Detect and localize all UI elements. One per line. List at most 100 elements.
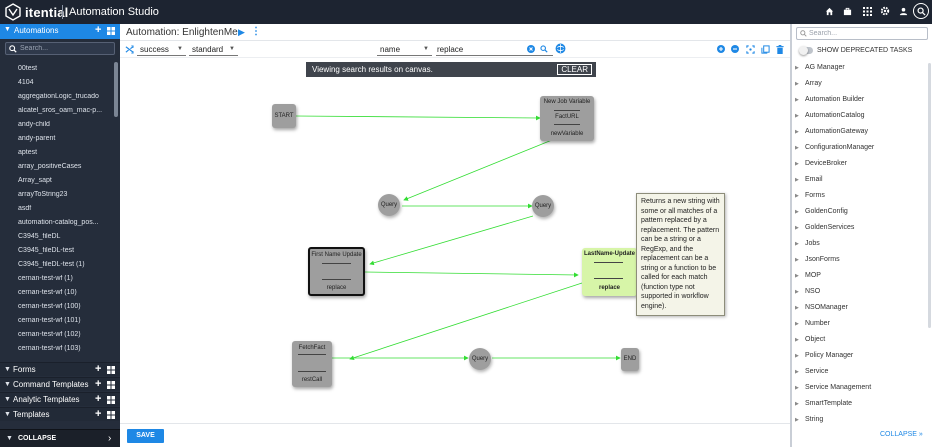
task-group-item[interactable]: ▶Forms <box>795 192 825 199</box>
transition-filter-select[interactable]: success ▼ <box>137 43 186 56</box>
list-item[interactable]: 00test <box>18 65 38 72</box>
task-group-item[interactable]: ▶GoldenConfig <box>795 208 848 215</box>
list-item[interactable]: cernan-test-wf (1) <box>18 275 73 282</box>
task-group-item[interactable]: ▶GoldenServices <box>795 224 854 231</box>
panel-divider[interactable] <box>790 24 792 447</box>
tasks-search-input[interactable] <box>809 28 925 39</box>
view-mode-select[interactable]: standard ▼ <box>189 43 238 56</box>
sidebar-search-input[interactable] <box>20 43 112 54</box>
start-node[interactable]: START <box>272 104 296 128</box>
grid-view-icon[interactable] <box>107 396 115 406</box>
list-item[interactable]: aggregationLogic_trucado <box>18 93 99 100</box>
gear-icon[interactable] <box>878 4 892 18</box>
zoom-in-icon[interactable] <box>716 44 726 54</box>
task-lastname-update[interactable]: LastName-Update replace <box>582 248 637 296</box>
forms-section[interactable]: ▼ Forms + <box>0 362 120 376</box>
task-group-item[interactable]: ▶String <box>795 416 823 423</box>
end-node[interactable]: END <box>621 348 639 371</box>
list-item[interactable]: alcatel_sros_oam_mac-p... <box>18 107 103 114</box>
task-group-item[interactable]: ▶SmartTemplate <box>795 400 852 407</box>
list-item[interactable]: cernan-test-wf (10) <box>18 289 77 296</box>
grid-view-icon[interactable] <box>107 27 115 37</box>
canvas-search-input[interactable] <box>436 43 553 56</box>
search-icon[interactable] <box>539 44 549 54</box>
list-item[interactable]: cernan-test-wf (101) <box>18 317 81 324</box>
list-item[interactable]: andy-child <box>18 121 50 128</box>
automations-section-header[interactable]: ▼ Automations + <box>0 24 120 39</box>
add-automation-button[interactable]: + <box>95 24 102 36</box>
command-templates-section[interactable]: ▼ Command Templates + <box>0 377 120 391</box>
task-group-item[interactable]: ▶ConfigurationManager <box>795 144 874 151</box>
task-group-item[interactable]: ▶AutomationCatalog <box>795 112 865 119</box>
task-group-item[interactable]: ▶AG Manager <box>795 64 845 71</box>
grid-view-icon[interactable] <box>107 366 115 376</box>
clear-search-icon[interactable] <box>526 44 536 54</box>
task-new-job-variable[interactable]: New Job Variable FactURL newVariable <box>540 96 594 141</box>
more-options-icon[interactable]: ⋮ <box>251 26 261 37</box>
zoom-out-icon[interactable] <box>730 44 740 54</box>
copy-icon[interactable] <box>760 44 770 54</box>
list-item[interactable]: andy-parent <box>18 135 56 142</box>
list-item[interactable]: 4104 <box>18 79 34 86</box>
task-group-item[interactable]: ▶AutomationGateway <box>795 128 868 135</box>
tasks-panel-scrollbar[interactable] <box>928 63 931 328</box>
task-group-item[interactable]: ▶Service <box>795 368 828 375</box>
task-group-item[interactable]: ▶Object <box>795 336 825 343</box>
task-group-item[interactable]: ▶Policy Manager <box>795 352 853 359</box>
task-group-item[interactable]: ▶NSO <box>795 288 820 295</box>
templates-section[interactable]: ▼ Templates + <box>0 407 120 421</box>
fit-to-screen-icon[interactable] <box>745 44 755 54</box>
search-field-select[interactable]: name ▼ <box>377 43 432 56</box>
list-item[interactable]: Array_sapt <box>18 177 52 184</box>
clear-button[interactable]: CLEAR <box>557 64 592 75</box>
apps-grid-icon[interactable] <box>860 4 874 18</box>
home-icon[interactable] <box>822 4 836 18</box>
task-group-item[interactable]: ▶Array <box>795 80 822 87</box>
add-button[interactable]: + <box>95 408 102 420</box>
add-button[interactable]: + <box>95 363 102 375</box>
task-group-item[interactable]: ▶DeviceBroker <box>795 160 847 167</box>
task-fetch-fact[interactable]: FetchFact restCall <box>292 341 332 387</box>
task-group-item[interactable]: ▶JsonForms <box>795 256 840 263</box>
briefcase-icon[interactable] <box>840 4 854 18</box>
list-item[interactable]: cernan-test-wf (103) <box>18 345 81 352</box>
list-item[interactable]: C3945_fileDL-test (1) <box>18 261 85 268</box>
workflow-canvas[interactable]: START New Job Variable FactURL newVariab… <box>120 58 790 423</box>
panel-collapse-button[interactable]: COLLAPSE » <box>880 431 923 438</box>
sidebar-collapse-button[interactable]: ▼ COLLAPSE › <box>0 429 120 447</box>
grid-view-icon[interactable] <box>107 411 115 421</box>
add-button[interactable]: + <box>95 378 102 390</box>
sidebar-scrollbar[interactable] <box>114 62 118 117</box>
shuffle-icon[interactable] <box>124 44 134 54</box>
task-group-item[interactable]: ▶Automation Builder <box>795 96 864 103</box>
list-item[interactable]: cernan-test-wf (102) <box>18 331 81 338</box>
list-item[interactable]: array_positiveCases <box>18 163 82 170</box>
query-node[interactable]: Query <box>532 195 554 217</box>
list-item[interactable]: cernan-test-wf (100) <box>18 303 81 310</box>
task-group-item[interactable]: ▶MOP <box>795 272 821 279</box>
deprecated-tasks-toggle[interactable] <box>799 46 813 55</box>
list-item[interactable]: C3945_fileDL <box>18 233 61 240</box>
add-button[interactable]: + <box>95 393 102 405</box>
list-item[interactable]: asdf <box>18 205 32 212</box>
save-button[interactable]: SAVE <box>127 429 164 443</box>
task-group-item[interactable]: ▶Number <box>795 320 830 327</box>
task-group-item[interactable]: ▶NSOManager <box>795 304 848 311</box>
query-node[interactable]: Query <box>469 348 491 370</box>
user-icon[interactable] <box>896 4 910 18</box>
list-item[interactable]: arrayToString23 <box>18 191 68 198</box>
analytic-templates-section[interactable]: ▼ Analytic Templates + <box>0 392 120 406</box>
delete-icon[interactable] <box>775 44 785 54</box>
globe-icon[interactable] <box>555 43 566 54</box>
list-item[interactable]: C3945_fileDL-test <box>18 247 75 254</box>
query-node[interactable]: Query <box>378 194 400 216</box>
search-icon[interactable] <box>913 3 929 19</box>
grid-view-icon[interactable] <box>107 381 115 391</box>
task-group-item[interactable]: ▶Jobs <box>795 240 820 247</box>
list-item[interactable]: automation-catalog_pos... <box>18 219 99 226</box>
run-icon[interactable]: ▶ <box>238 27 245 37</box>
task-group-item[interactable]: ▶Email <box>795 176 823 183</box>
task-group-item[interactable]: ▶Service Management <box>795 384 871 391</box>
task-first-name-update[interactable]: First Name Update replace <box>308 247 365 296</box>
list-item[interactable]: aptest <box>18 149 38 156</box>
